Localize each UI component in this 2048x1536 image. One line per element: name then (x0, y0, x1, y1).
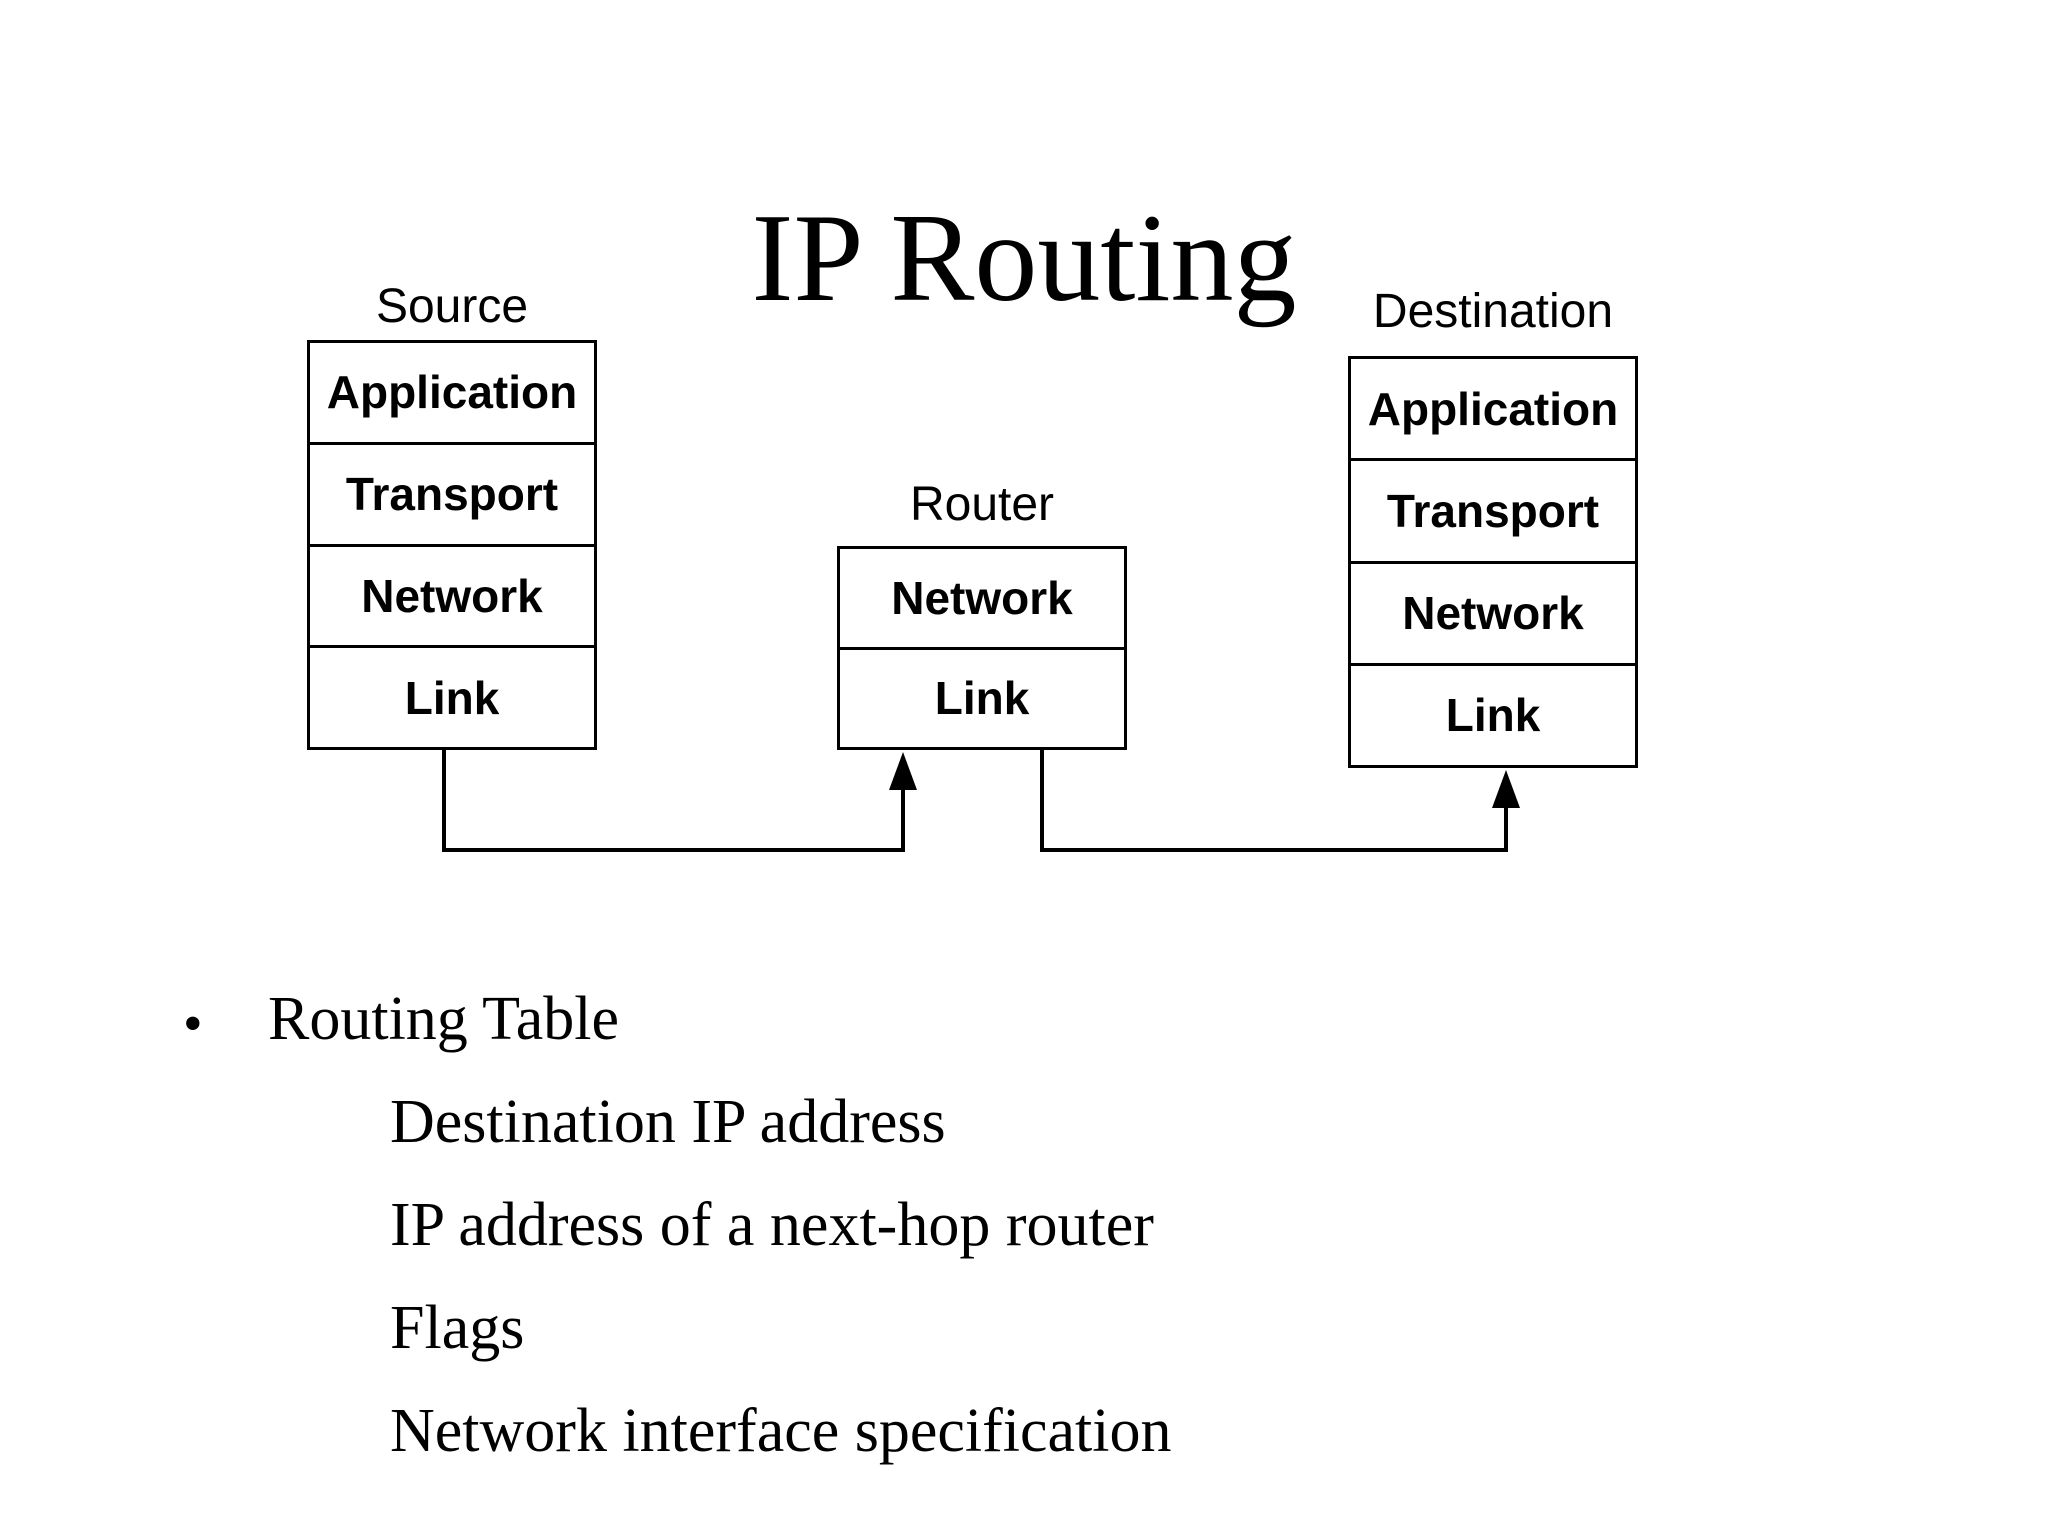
slide-title: IP Routing (751, 189, 1297, 328)
protocol-stack-destination: Application Transport Network Link (1348, 356, 1638, 768)
protocol-stack-router: Network Link (837, 546, 1127, 750)
wire-source-to-router (442, 750, 905, 852)
node-label-router: Router (909, 478, 1055, 531)
arrowhead-into-destination (1492, 770, 1520, 808)
arrowhead-into-router (889, 752, 917, 790)
layer-source-transport: Transport (310, 441, 594, 544)
bullet-item-flags: Flags (390, 1294, 525, 1362)
node-label-source: Source (375, 280, 529, 333)
bullet-item-interface-spec: Network interface specification (390, 1397, 1172, 1465)
layer-destination-network: Network (1351, 560, 1635, 663)
bullet-item-next-hop: IP address of a next-hop router (390, 1191, 1154, 1259)
bullet-marker: • (183, 993, 203, 1055)
node-label-destination: Destination (1372, 285, 1614, 338)
layer-destination-transport: Transport (1351, 458, 1635, 560)
layer-destination-link: Link (1351, 662, 1635, 765)
layer-source-application: Application (326, 366, 578, 419)
bullet-item-destination-ip: Destination IP address (390, 1088, 946, 1156)
bullet-heading-routing-table: Routing Table (268, 985, 619, 1053)
protocol-stack-source: Application Transport Network Link (307, 340, 597, 750)
layer-source-link: Link (310, 645, 594, 747)
layer-source-network: Network (310, 543, 594, 646)
layer-destination-application: Application (1367, 382, 1619, 435)
layer-router-link: Link (840, 646, 1124, 748)
layer-router-network: Network (891, 571, 1073, 624)
